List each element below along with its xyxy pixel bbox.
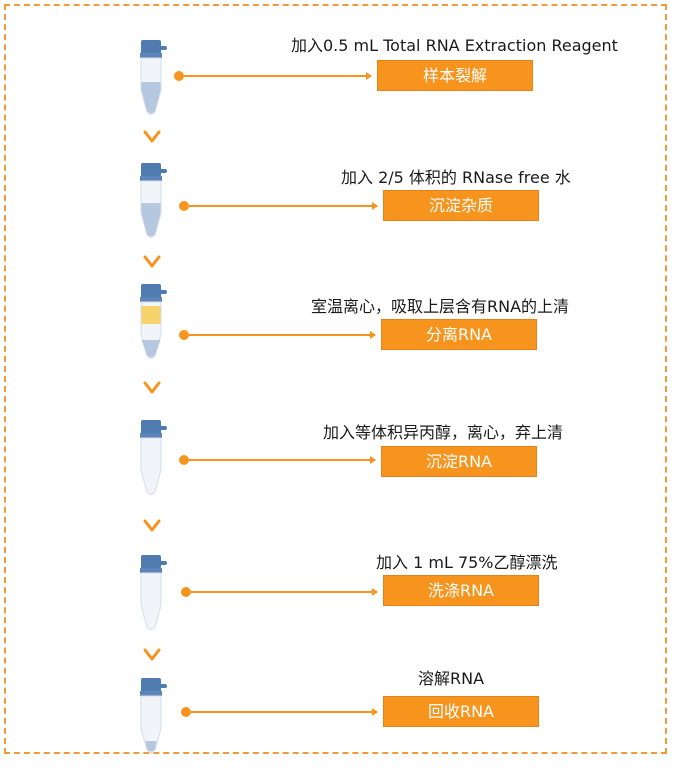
tube-icon: [140, 420, 167, 495]
tube-icon: [140, 555, 167, 630]
step-description: 加入等体积异丙醇，离心，弃上清: [323, 423, 564, 442]
step-label: 回收RNA: [383, 696, 539, 727]
down-arrow-icon: [143, 130, 161, 143]
step-pointer-arrow: [191, 588, 378, 595]
step-description: 加入 2/5 体积的 RNase free 水: [341, 168, 571, 187]
step-precipitate-impurities: 加入 2/5 体积的 RNase free 水 沉淀杂质: [0, 163, 675, 263]
step-label: 沉淀RNA: [381, 446, 537, 477]
step-description: 加入0.5 mL Total RNA Extraction Reagent: [291, 36, 618, 55]
step-pointer-dot: [174, 71, 184, 81]
step-description: 溶解RNA: [418, 669, 485, 688]
down-arrow-icon: [143, 381, 161, 394]
down-arrow-icon: [143, 648, 161, 661]
step-pointer-dot: [181, 707, 191, 717]
step-pointer-dot: [181, 587, 191, 597]
tube-icon: [140, 40, 167, 115]
step-precipitate-rna: 加入等体积异丙醇，离心，弃上清 沉淀RNA: [0, 420, 675, 520]
step-description: 加入 1 mL 75%乙醇漂洗: [376, 553, 558, 572]
step-recover-rna: 溶解RNA 回收RNA: [0, 669, 675, 778]
step-pointer-dot: [179, 330, 189, 340]
step-pointer-arrow: [189, 202, 378, 209]
step-pointer-arrow: [184, 72, 372, 79]
down-arrow-icon: [143, 255, 161, 268]
step-pointer-arrow: [191, 708, 378, 715]
step-separate-rna: 室温离心，吸取上层含有RNA的上清 分离RNA: [0, 284, 675, 384]
step-label: 分离RNA: [381, 319, 537, 350]
dashed-frame: [4, 4, 667, 754]
tube-icon: [140, 284, 167, 359]
step-pointer-dot: [179, 455, 189, 465]
step-label: 沉淀杂质: [383, 190, 539, 221]
step-wash-rna: 加入 1 mL 75%乙醇漂洗 洗涤RNA: [0, 553, 675, 655]
step-pointer-dot: [179, 201, 189, 211]
step-pointer-arrow: [189, 331, 376, 338]
step-pointer-arrow: [189, 456, 376, 463]
step-description: 室温离心，吸取上层含有RNA的上清: [311, 297, 570, 316]
tube-icon: [140, 163, 167, 238]
down-arrow-icon: [143, 519, 161, 532]
step-label: 洗涤RNA: [383, 575, 539, 606]
step-label: 样本裂解: [377, 60, 533, 91]
tube-icon: [140, 678, 167, 753]
step-sample-lysis: 加入0.5 mL Total RNA Extraction Reagent 样本…: [0, 36, 675, 140]
